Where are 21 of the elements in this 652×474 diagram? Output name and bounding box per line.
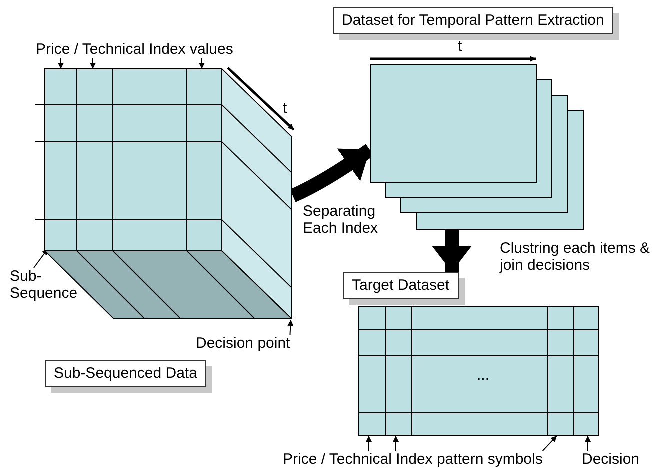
leader-arrow [90, 58, 96, 70]
edge-label: Clustring each items & join decisions [500, 240, 652, 274]
point-label: Decision point [196, 335, 290, 352]
axis-label: t [283, 100, 288, 117]
ellipsis-text: ... [477, 367, 490, 384]
leader-arrow [366, 436, 372, 452]
data-sheet [370, 64, 537, 183]
column-label: Price / Technical Index values [36, 41, 234, 58]
leader-arrow [585, 436, 591, 452]
axis-label: t [458, 38, 462, 55]
leader-arrow [58, 58, 64, 70]
column-label: Price / Technical Index pattern symbols [283, 451, 543, 468]
leader-arrow [542, 436, 558, 452]
column-label: Decision [582, 451, 640, 468]
data-table-drawing [358, 306, 599, 436]
block-arrow [432, 230, 472, 272]
leader-arrow [393, 436, 399, 452]
leader-arrow [288, 320, 294, 336]
row-label: Sub- Sequence [10, 268, 90, 304]
edge-label: Separating Each Index [303, 203, 380, 237]
leader-arrow [199, 58, 205, 70]
